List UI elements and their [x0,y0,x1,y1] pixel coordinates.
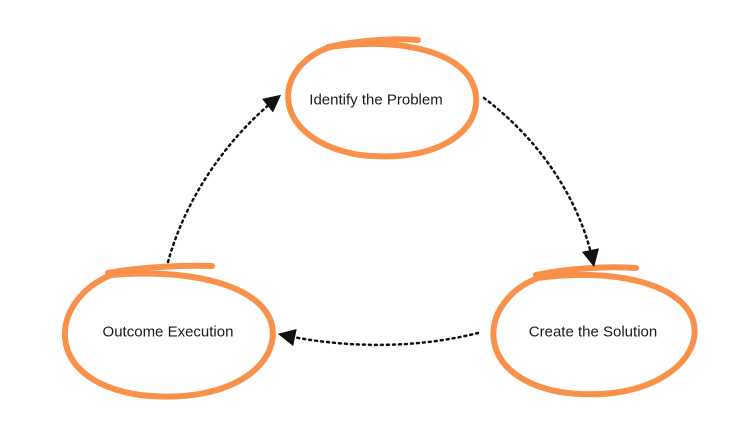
connector-identify-to-create [482,96,600,268]
node-execute-shape [62,262,276,400]
node-create-shape [490,264,698,398]
node-create-label: Create the Solution [528,323,658,341]
node-identify-label: Identify the Problem [309,91,443,109]
connector-execute-to-identify [166,94,282,264]
node-identify-shape [285,36,480,160]
node-execute-label: Outcome Execution [102,323,234,341]
connector-create-to-execute [277,328,480,347]
